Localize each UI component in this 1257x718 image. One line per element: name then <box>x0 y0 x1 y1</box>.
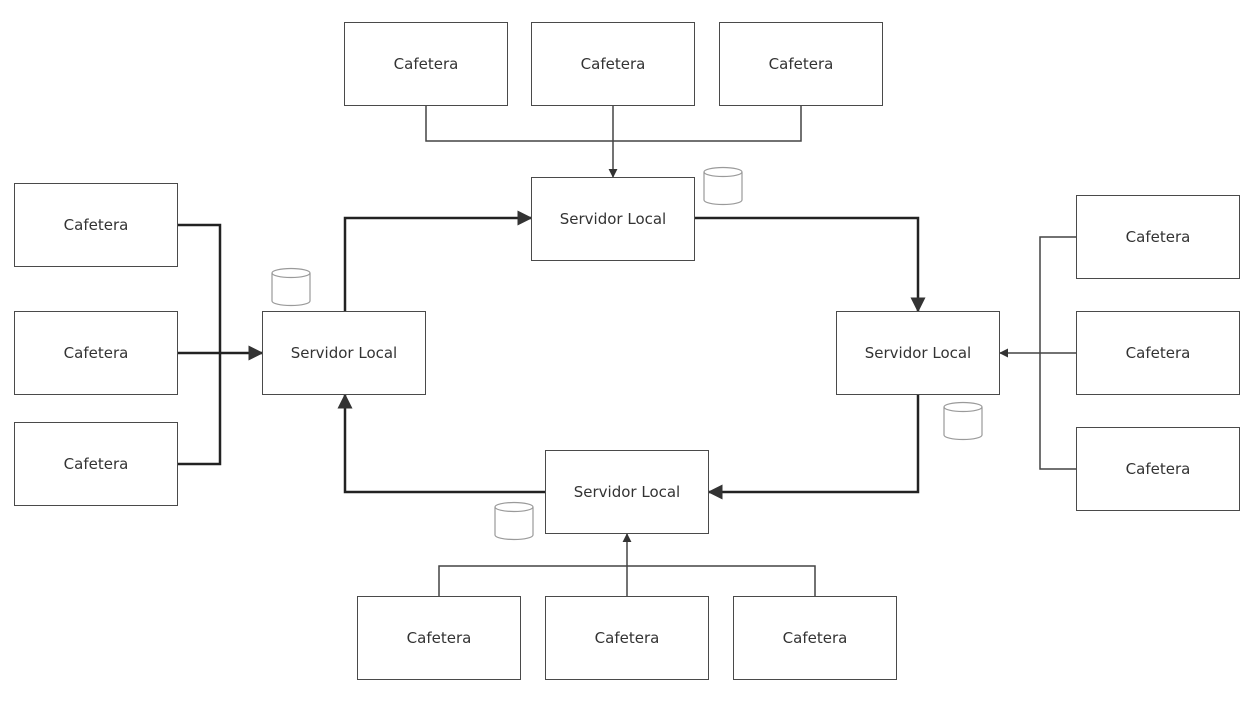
cafetera-left-1: Cafetera <box>14 183 178 267</box>
cafetera-top-2: Cafetera <box>531 22 695 106</box>
servidor-label: Servidor Local <box>573 483 681 501</box>
servidor-label: Servidor Local <box>290 344 398 362</box>
cafetera-label: Cafetera <box>768 55 834 73</box>
cafetera-bottom-1: Cafetera <box>357 596 521 680</box>
ring-left-to-top <box>343 210 533 311</box>
servidor-label: Servidor Local <box>559 210 667 228</box>
cafetera-label: Cafetera <box>1125 344 1191 362</box>
connector-left-clients <box>178 223 222 466</box>
database-icon <box>943 401 983 441</box>
ring-right-to-bottom <box>707 395 920 500</box>
servidor-left: Servidor Local <box>262 311 426 395</box>
cafetera-left-3: Cafetera <box>14 422 178 506</box>
cafetera-label: Cafetera <box>782 629 848 647</box>
cafetera-label: Cafetera <box>63 344 129 362</box>
servidor-bottom: Servidor Local <box>545 450 709 534</box>
cafetera-bottom-3: Cafetera <box>733 596 897 680</box>
cafetera-left-2: Cafetera <box>14 311 178 395</box>
cafetera-label: Cafetera <box>1125 228 1191 246</box>
cafetera-top-1: Cafetera <box>344 22 508 106</box>
servidor-label: Servidor Local <box>864 344 972 362</box>
cafetera-label: Cafetera <box>63 216 129 234</box>
cafetera-label: Cafetera <box>63 455 129 473</box>
cafetera-right-2: Cafetera <box>1076 311 1240 395</box>
cafetera-label: Cafetera <box>594 629 660 647</box>
cafetera-label: Cafetera <box>580 55 646 73</box>
database-icon <box>703 166 743 206</box>
servidor-right: Servidor Local <box>836 311 1000 395</box>
servidor-top: Servidor Local <box>531 177 695 261</box>
cafetera-right-3: Cafetera <box>1076 427 1240 511</box>
database-icon <box>494 501 534 541</box>
ring-bottom-to-left <box>337 393 545 494</box>
cafetera-label: Cafetera <box>406 629 472 647</box>
cafetera-top-3: Cafetera <box>719 22 883 106</box>
cafetera-right-1: Cafetera <box>1076 195 1240 279</box>
cafetera-label: Cafetera <box>1125 460 1191 478</box>
cafetera-label: Cafetera <box>393 55 459 73</box>
ring-top-to-right <box>695 216 926 313</box>
cafetera-bottom-2: Cafetera <box>545 596 709 680</box>
database-icon <box>271 267 311 307</box>
